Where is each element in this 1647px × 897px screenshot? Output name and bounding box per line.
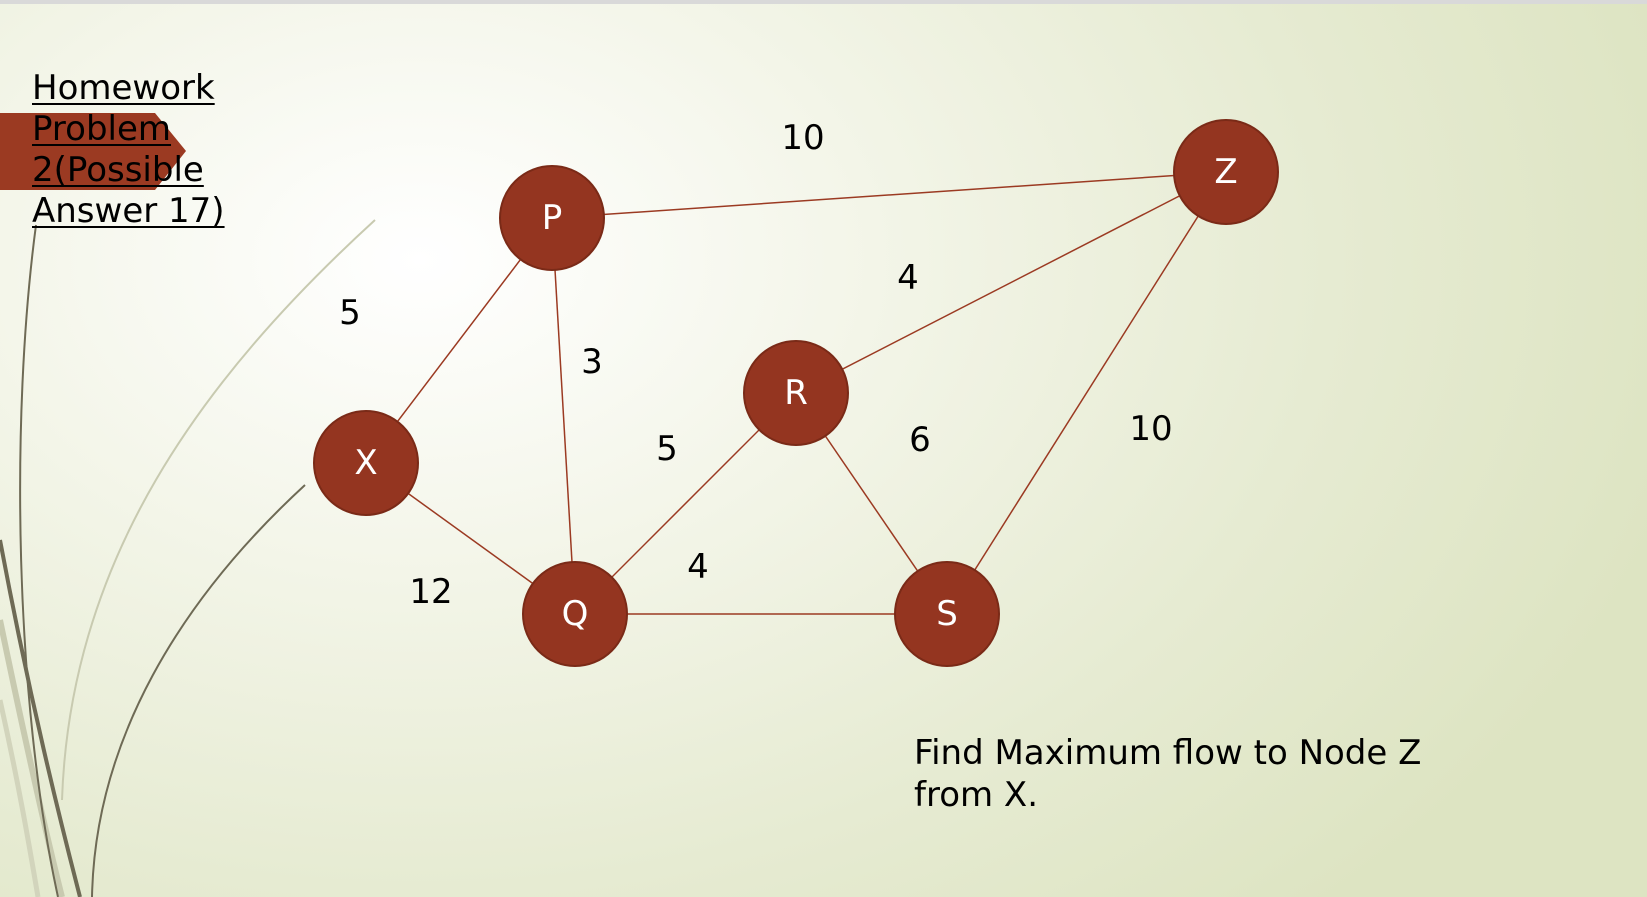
edge-weight-s-z: 10 (1129, 409, 1172, 449)
node-x: X (313, 410, 419, 516)
edge-weight-r-z: 4 (897, 258, 919, 298)
node-label-r: R (784, 373, 808, 413)
node-circle-q (522, 561, 628, 667)
edge-weight-x-q: 12 (409, 572, 452, 612)
node-z: Z (1173, 119, 1279, 225)
node-label-s: S (936, 594, 958, 634)
node-label-q: Q (562, 594, 589, 634)
edge-p-q (551, 217, 576, 615)
edge-s-z (946, 171, 1227, 615)
node-circle-r (743, 340, 849, 446)
node-q: Q (522, 561, 628, 667)
edge-weight-x-p: 5 (339, 293, 361, 333)
node-circle-z (1173, 119, 1279, 225)
edge-weight-r-s: 6 (909, 420, 931, 460)
top-border (0, 0, 1647, 4)
node-label-z: Z (1214, 152, 1237, 192)
node-circle-x (313, 410, 419, 516)
edge-weights: 10 4 5 3 5 6 10 12 4 (339, 118, 1172, 612)
node-s: S (894, 561, 1000, 667)
node-circle-s (894, 561, 1000, 667)
graph-nodes: P Z R X Q S (313, 119, 1279, 667)
node-circle-p (499, 165, 605, 271)
node-r: R (743, 340, 849, 446)
question-text: Find Maximum flow to Node Z from X. (914, 733, 1422, 815)
edge-weight-q-r: 5 (656, 429, 678, 469)
node-label-p: P (542, 198, 563, 238)
edge-p-z (551, 171, 1227, 219)
edge-r-z (795, 171, 1227, 394)
edge-weight-p-q: 3 (581, 342, 603, 382)
node-label-x: X (354, 443, 377, 483)
title-flag-shape (0, 113, 186, 190)
edge-weight-p-z: 10 (781, 118, 824, 158)
node-p: P (499, 165, 605, 271)
slide-title: Homework Problem 2(Possible Answer 17) (32, 68, 225, 231)
edge-weight-q-s: 4 (687, 547, 709, 587)
